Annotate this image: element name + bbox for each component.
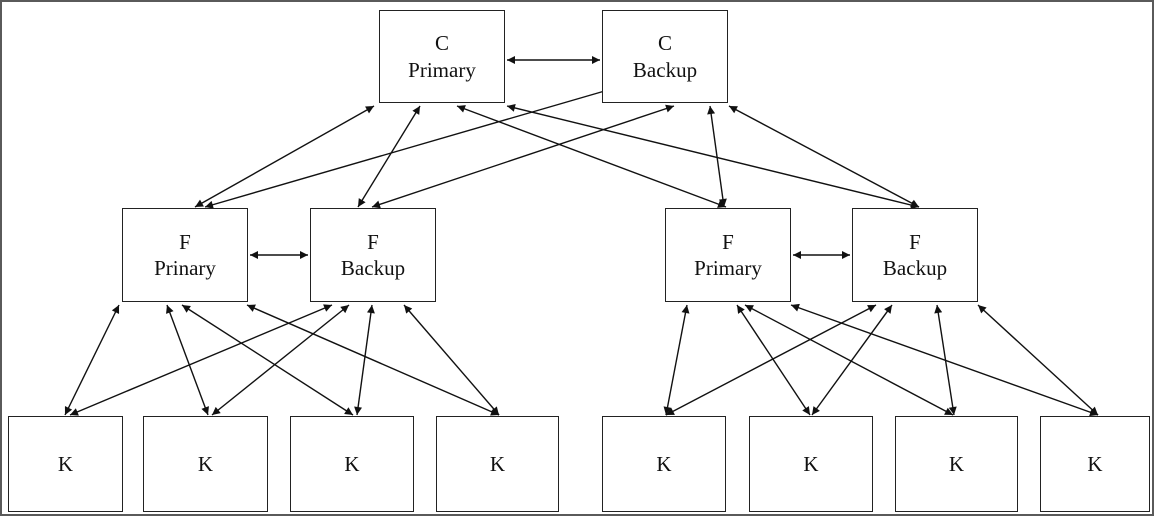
f1-backup-node: F Backup: [310, 208, 436, 302]
edge-f2p-k6: [736, 304, 811, 416]
c-primary-letter: C: [434, 31, 449, 56]
c-backup-node: C Backup: [602, 10, 728, 103]
k-node-7: K: [895, 416, 1018, 512]
k-node-2-label: K: [197, 451, 214, 476]
edge-f2p-k7: [744, 304, 954, 416]
k-node-6-label: K: [803, 451, 819, 476]
edge-f2b-k5: [665, 304, 877, 416]
edge-f1b-k1: [69, 304, 333, 416]
k-node-1-label: K: [57, 451, 74, 476]
edge-f2p-k5: [663, 304, 690, 416]
k-node-5: K: [602, 416, 726, 512]
k-node-2: K: [143, 416, 268, 512]
edge-f1b-k3: [354, 304, 375, 416]
c-backup-letter: C: [657, 31, 672, 56]
edge-f2b-k6: [811, 304, 893, 416]
k-node-3-label: K: [344, 451, 360, 476]
edge-f2p-k8: [790, 303, 1099, 417]
k-node-6: K: [749, 416, 873, 512]
f2-backup-node: F Backup: [852, 208, 978, 302]
f2-primary-letter: F: [722, 229, 734, 254]
edge-c-primary-f2-primary: [456, 105, 727, 208]
edge-c-primary-f1-primary: [194, 105, 375, 208]
k-node-7-label: K: [948, 451, 965, 476]
f2-primary-node: F Primary: [665, 208, 791, 302]
edge-f1b-k2: [211, 304, 350, 416]
c-primary-node: C Primary: [379, 10, 505, 103]
k-node-4: K: [436, 416, 559, 512]
edge-f2b-k8: [977, 304, 1099, 416]
f1-primary-node: F Prinary: [122, 208, 248, 302]
edge-c-primary-f1-backup: [357, 105, 421, 208]
k-node-8: K: [1040, 416, 1150, 512]
c-backup-role: Backup: [632, 57, 698, 82]
edge-f2b-k7: [934, 304, 957, 416]
k-node-5-label: K: [656, 451, 672, 476]
edge-c-primary-f2-backup: [506, 104, 920, 209]
f1-backup-role: Backup: [340, 256, 406, 280]
edge-c-backup-f1-primary: [204, 86, 616, 209]
k-node-3: K: [290, 416, 414, 512]
edge-c-backup-f1-backup: [371, 104, 675, 209]
f2-primary-role: Primary: [694, 256, 762, 280]
f2-backup-letter: F: [909, 229, 921, 254]
c-primary-role: Primary: [408, 57, 476, 82]
f1-backup-letter: F: [367, 229, 379, 254]
f1-primary-role: Prinary: [154, 256, 216, 280]
k-node-4-label: K: [489, 451, 506, 476]
f2-backup-role: Backup: [882, 256, 948, 280]
f1-primary-letter: F: [179, 229, 191, 254]
k-node-8-label: K: [1087, 451, 1103, 476]
k-node-1: K: [8, 416, 123, 512]
edge-f1p-k4: [246, 304, 500, 416]
edge-f1b-k4: [403, 304, 500, 416]
edge-c-backup-f2-backup: [728, 105, 920, 208]
